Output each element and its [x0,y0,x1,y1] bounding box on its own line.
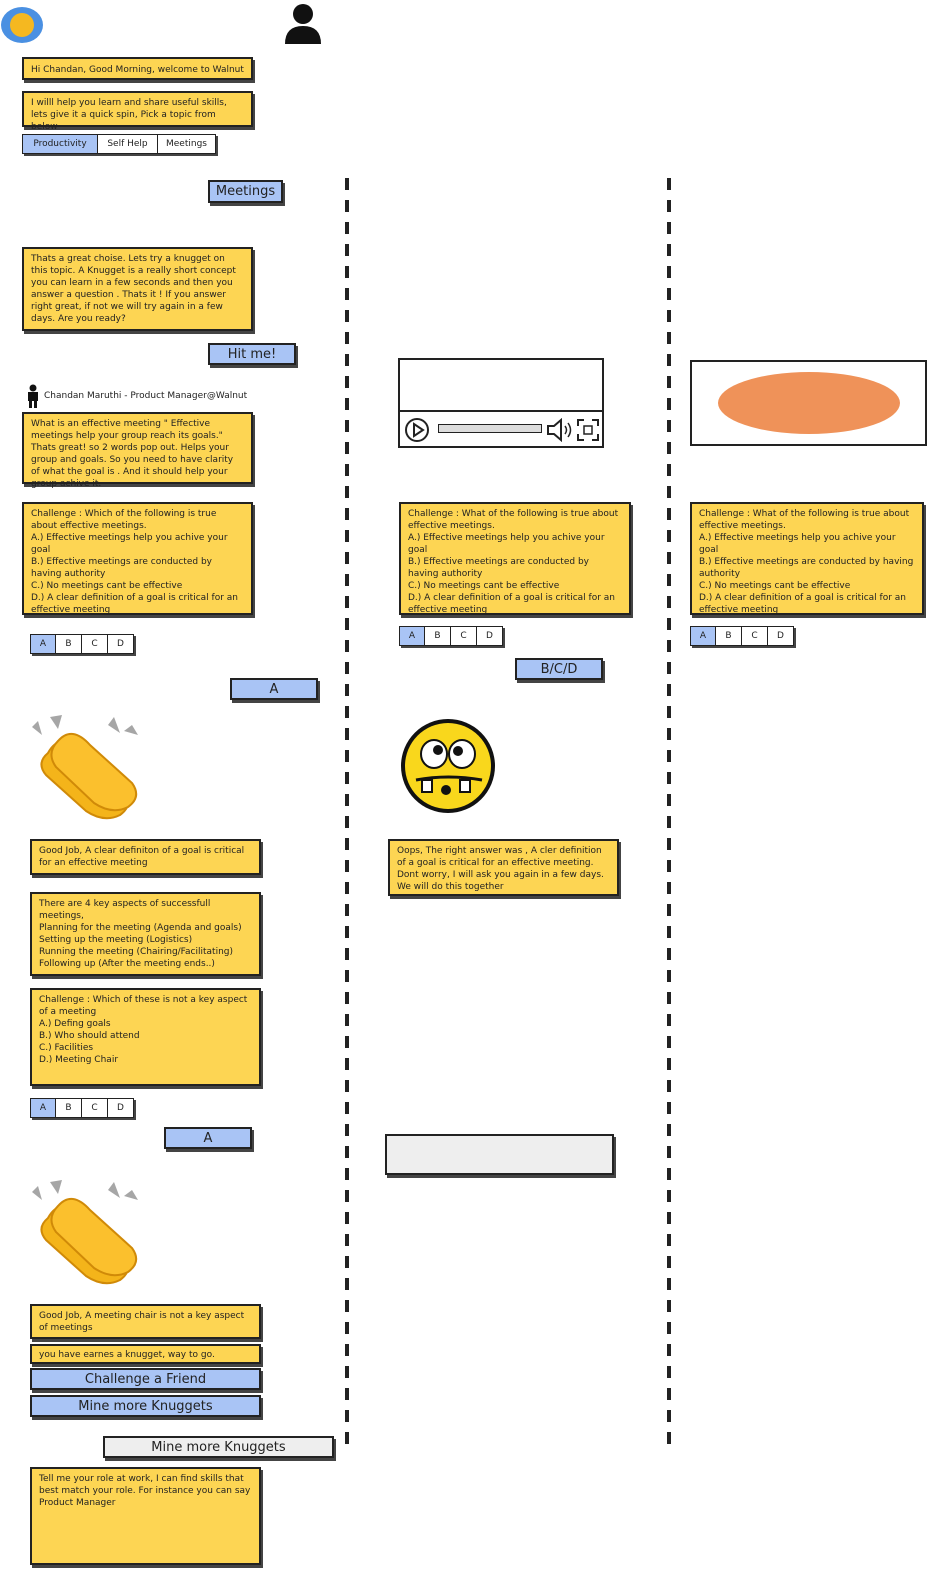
oops-message: Oops, The right answer was , A cler defi… [388,839,619,896]
person-icon [28,384,38,408]
greeting-message: Hi Chandan, Good Morning, welcome to Wal… [22,57,253,80]
concept-message: What is an effective meeting " Effective… [22,412,253,489]
placeholder-box[interactable] [385,1134,614,1175]
option-d[interactable]: D [117,1103,124,1113]
image-placeholder [690,360,927,446]
clapping-hands-icon [32,1180,138,1285]
answer-options: A B C D [399,626,503,646]
option-b[interactable]: B [425,627,451,645]
challenge-message: Challenge : Which of the following is tr… [22,502,253,615]
column-divider [667,178,671,1448]
author-label: Chandan Maruthi - Product Manager@Walnut [44,391,248,401]
answer-options: A B C D [690,626,794,646]
challenge-message-2: Challenge : Which of these is not a key … [30,988,261,1086]
knugget-intro-message: Thats a great choise. Lets try a knugget… [22,247,253,331]
role-prompt-message: Tell me your role at work, I can find sk… [30,1467,261,1565]
splash-image [718,372,900,434]
topic-selector: Productivity Self Help Meetings [22,134,216,154]
key-aspects-message: There are 4 key aspects of successfull m… [30,892,261,976]
reply-hit-me[interactable]: Hit me! [208,343,296,365]
clapping-hands-icon [32,715,138,820]
user-icon[interactable] [284,2,322,44]
volume-icon[interactable] [546,418,574,442]
good-job-message-1: Good Job, A clear definiton of a goal is… [30,839,261,875]
mine-more-reply[interactable]: Mine more Knuggets [103,1436,334,1458]
option-a[interactable]: A [31,1099,56,1117]
option-c[interactable]: C [82,1099,108,1117]
option-d[interactable]: D [486,631,493,641]
topic-productivity[interactable]: Productivity [23,135,98,153]
video-player[interactable] [398,358,604,448]
option-c[interactable]: C [82,635,108,653]
silly-face-icon [401,719,495,813]
option-d[interactable]: D [117,639,124,649]
option-b[interactable]: B [56,1099,82,1117]
earned-message: you have earnes a knugget, way to go. [30,1344,261,1364]
good-job-message-2: Good Job, A meeting chair is not a key a… [30,1304,261,1339]
option-a[interactable]: A [31,635,56,653]
option-d[interactable]: D [777,631,784,641]
challenge-friend-button[interactable]: Challenge a Friend [30,1368,261,1390]
option-a[interactable]: A [691,627,716,645]
reply-meetings[interactable]: Meetings [208,180,283,203]
answer-options-2: A B C D [30,1098,134,1118]
option-b[interactable]: B [716,627,742,645]
reply-answer[interactable]: A [230,678,318,700]
column-divider [345,178,349,1448]
video-progress[interactable] [438,424,542,433]
reply-answer-2[interactable]: A [164,1127,252,1149]
fullscreen-icon[interactable] [576,418,600,442]
video-divider [400,410,602,412]
challenge-message: Challenge : What of the following is tru… [690,502,924,615]
challenge-message: Challenge : What of the following is tru… [399,502,631,615]
option-c[interactable]: C [451,627,477,645]
logo-icon [1,7,43,43]
reply-wrong-answer[interactable]: B/C/D [515,658,603,680]
intro-message: I willl help you learn and share useful … [22,91,253,132]
mine-more-button[interactable]: Mine more Knuggets [30,1395,261,1417]
option-a[interactable]: A [400,627,425,645]
option-b[interactable]: B [56,635,82,653]
topic-meetings[interactable]: Meetings [166,139,207,149]
answer-options: A B C D [30,634,134,654]
option-c[interactable]: C [742,627,768,645]
play-icon[interactable] [404,417,430,443]
topic-self-help[interactable]: Self Help [98,135,158,153]
